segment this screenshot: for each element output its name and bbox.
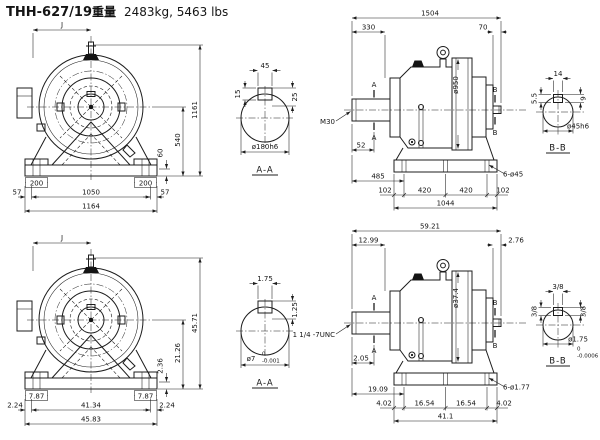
metric-keyway-depth-dim xyxy=(242,81,256,107)
side-thread-label: M30 xyxy=(320,118,335,126)
dim-aa-key-height: 25 xyxy=(291,93,299,102)
dim-bb-shaft-tol-lower: -0.0006 xyxy=(577,354,599,360)
side-holes-note: 6-ø45 xyxy=(503,171,523,179)
dim-aa-key-width-imp: 1.75 xyxy=(257,275,273,283)
dim-front-overall-width-imp: 45.83 xyxy=(81,416,101,424)
dim-side-hole-pitch-2: 420 xyxy=(459,187,472,195)
dim-front-edge-left: 57 xyxy=(13,189,22,197)
dim-side-base-length-imp: 41.1 xyxy=(438,413,454,421)
dim-side-hole-edge-right-imp: 4.02 xyxy=(496,400,512,408)
title-block: THH-627/19 重量 2483kg, 5463 lbs xyxy=(6,4,228,20)
dim-side-hole-pitch-1-imp: 16.54 xyxy=(414,400,435,408)
dim-front-pad-right: 200 xyxy=(139,180,152,188)
dim-aa-shaft-tol-upper: 0 xyxy=(262,352,266,358)
model-number: THH-627/19 xyxy=(6,5,92,20)
dim-front-width-ref: J xyxy=(60,21,63,29)
dim-front-width-ref-imp: J xyxy=(60,234,63,242)
dim-front-center-span-imp: 41.34 xyxy=(81,402,102,410)
dim-bb-shaft-tol-upper: 0 xyxy=(577,347,581,353)
weight-label: 重量 xyxy=(92,4,116,19)
dim-front-overall-height: 1161 xyxy=(191,101,199,119)
dim-side-hole-pitch-1: 420 xyxy=(418,187,431,195)
dim-front-center-height: 540 xyxy=(174,133,182,146)
side-thread-label-imp: 1 1/4 -7UNC xyxy=(293,331,336,339)
section-aa-title-imp: A-A xyxy=(256,379,273,389)
dim-side-hole-edge-left: 102 xyxy=(378,187,391,195)
dim-front-center-height-imp: 21.26 xyxy=(174,342,182,363)
dim-side-hole-edge-right: 102 xyxy=(496,187,509,195)
dim-bb-shaft-dia-imp: ø1.75 xyxy=(568,336,588,344)
dim-side-overall-length: 1504 xyxy=(421,10,439,18)
section-marker-b-top-imp: B xyxy=(493,299,498,307)
dim-side-overall-length-imp: 59.21 xyxy=(420,223,440,231)
dim-front-pad-right-imp: 7.87 xyxy=(138,393,154,401)
dim-front-pad-left: 200 xyxy=(30,180,43,188)
section-bb-title-imp: B-B xyxy=(549,357,566,367)
dim-bb-keyway-depth-imp: 3/8 xyxy=(531,306,539,317)
weight-value: 2483kg, 5463 lbs xyxy=(124,5,228,19)
dim-bb-key-width-imp: 3/8 xyxy=(552,283,563,291)
dim-side-hole-edge-left-imp: 4.02 xyxy=(376,400,392,408)
metric-row: J 1161 540 60 200 200 57 1050 57 1164 45… xyxy=(13,10,590,214)
dim-aa-shaft-dia: ø180h6 xyxy=(252,143,279,151)
dim-front-overall-height-imp: 45.71 xyxy=(191,313,199,333)
section-marker-a-top-imp: A xyxy=(372,294,377,302)
dim-side-end-to-hole: 485 xyxy=(371,173,384,181)
dim-side-hole-pitch-2-imp: 16.54 xyxy=(456,400,477,408)
dim-side-housing-dia-imp: ø37.4 xyxy=(452,288,460,308)
dim-aa-key-height-imp: 1.25 xyxy=(291,302,299,318)
dim-front-pad-left-imp: 7.87 xyxy=(29,393,45,401)
section-marker-b-top: B xyxy=(493,86,498,94)
dim-front-edge-right-imp: 2.24 xyxy=(159,402,175,410)
dim-aa-shaft-tol-lower: -0.001 xyxy=(262,359,280,365)
section-marker-a-bottom: A xyxy=(372,134,377,142)
imperial-row: J 45.71 21.26 2.36 7.87 7.87 2.24 41.34 … xyxy=(7,223,599,427)
dim-aa-keyway-depth: 15 xyxy=(234,90,242,99)
dim-aa-shaft-dia-imp: ø7 xyxy=(247,355,256,363)
section-bb-title: B-B xyxy=(549,144,566,154)
dim-side-shaft-step-imp: 2.05 xyxy=(353,355,369,363)
dim-aa-key-width: 45 xyxy=(261,62,270,70)
side-holes-note-imp: 6-ø1.77 xyxy=(503,384,530,392)
dim-side-housing-dia: ø950 xyxy=(452,76,460,94)
section-marker-b-bottom-imp: B xyxy=(493,342,498,350)
dim-bb-shaft-dia: ø45h6 xyxy=(567,123,590,131)
dim-bb-keyway-depth: 5.5 xyxy=(531,93,539,104)
dim-front-overall-width: 1164 xyxy=(82,203,100,211)
dim-side-base-length: 1044 xyxy=(437,200,455,208)
section-marker-a-top: A xyxy=(372,81,377,89)
section-aa-title: A-A xyxy=(256,166,273,176)
dim-bb-key-width: 14 xyxy=(554,70,563,78)
dim-side-end-to-hole-imp: 19.09 xyxy=(368,386,388,394)
dim-front-base-height-imp: 2.36 xyxy=(157,358,165,374)
dim-side-input-length: 330 xyxy=(362,24,375,32)
dim-front-edge-left-imp: 2.24 xyxy=(7,402,23,410)
dim-front-base-height: 60 xyxy=(157,149,165,158)
dim-front-edge-right: 57 xyxy=(161,189,170,197)
section-marker-b-bottom: B xyxy=(493,129,498,137)
dim-bb-key-height-imp: 3/8 xyxy=(580,306,588,317)
dim-side-input-length-imp: 12.99 xyxy=(358,237,378,245)
dim-front-center-span: 1050 xyxy=(82,189,100,197)
dim-side-shaft-stub: 70 xyxy=(479,24,488,32)
dim-side-shaft-step: 52 xyxy=(357,142,366,150)
section-marker-a-bottom-imp: A xyxy=(372,347,377,355)
dim-side-shaft-stub-imp: 2.76 xyxy=(508,237,524,245)
dim-bb-key-height: 9 xyxy=(580,96,588,100)
